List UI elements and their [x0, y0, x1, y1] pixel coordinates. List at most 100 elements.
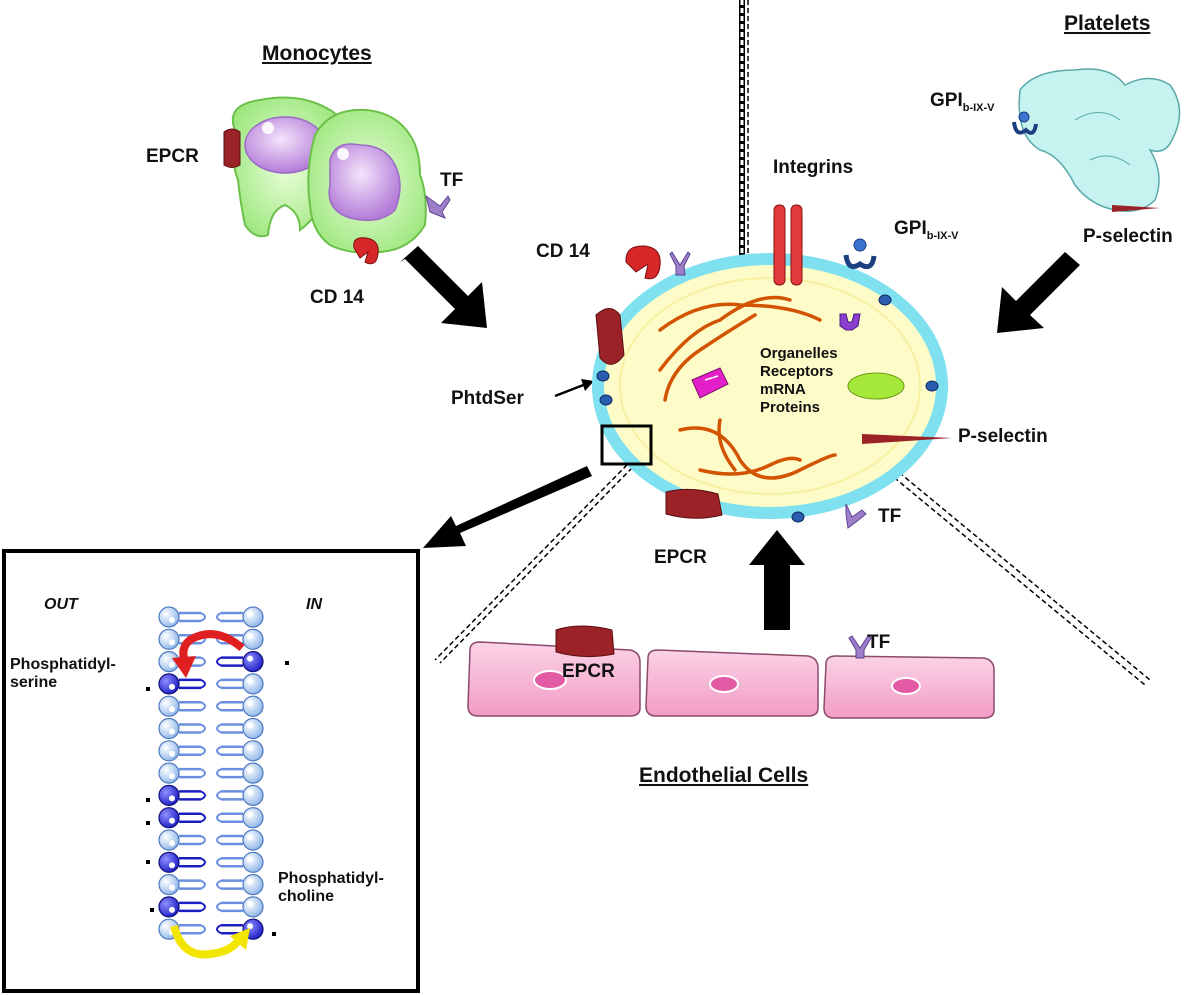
lipid-tail	[200, 723, 206, 734]
cargo-proteins: Proteins	[760, 399, 821, 416]
lipid-tail	[216, 701, 222, 712]
lipid-highlight	[169, 795, 175, 802]
lipid-tail	[216, 790, 222, 801]
lipid-highlight	[247, 744, 253, 751]
lipid-highlight	[247, 611, 253, 617]
phosphatidylserine-head	[158, 673, 180, 695]
monocyte-tf-receptor	[425, 194, 451, 219]
lipid-tail	[216, 924, 222, 935]
lipid-tail	[200, 790, 206, 801]
lipid-tail	[216, 656, 222, 667]
mp-magenta-organelle	[691, 367, 729, 399]
inset-charge-marks	[146, 661, 289, 936]
lipid-tail	[216, 745, 222, 756]
endothelial-cells	[467, 641, 995, 719]
lipid-tail	[216, 612, 222, 622]
lipid-highlight	[169, 683, 175, 690]
phosphatidylcholine-head	[158, 717, 180, 740]
phosphatidylcholine-head	[242, 695, 264, 717]
lipid-tail	[200, 612, 206, 622]
platelet-gpi-label: GPIb-IX-V	[930, 90, 995, 114]
lipid-tail	[200, 924, 206, 935]
phosphatidylcholine-head	[242, 673, 264, 695]
lipid-highlight	[247, 923, 253, 930]
lipid-tail	[200, 768, 206, 778]
phosphatidylcholine-head	[242, 628, 264, 650]
flip-arrow-red	[172, 630, 245, 678]
mp-gpi-label: GPIb-IX-V	[894, 218, 959, 242]
phosphatidylserine-head	[158, 807, 180, 829]
lipid-highlight	[169, 884, 175, 891]
lipid-highlight	[247, 834, 253, 840]
membrane-inset-box	[2, 549, 420, 993]
monocyte-cd14-receptor	[353, 237, 379, 265]
cargo-mrna: mRNA	[760, 381, 806, 398]
monocyte-arrow	[400, 246, 487, 328]
monocyte-epcr-receptor	[223, 128, 241, 168]
phtdser-label: PhtdSer	[451, 388, 524, 409]
phosphatidylcholine-head	[158, 606, 180, 628]
phosphatidylcholine-label: Phosphatidyl- choline	[278, 870, 384, 905]
lipid-tail	[200, 857, 206, 868]
lipid-highlight	[169, 840, 175, 846]
phosphatidylserine-head	[158, 851, 180, 873]
lipid-tail	[216, 768, 222, 778]
lipid-tail	[200, 745, 206, 756]
platelet-pselectin-label: P-selectin	[1083, 226, 1173, 247]
lipid-tail	[216, 857, 222, 868]
mp-integrins	[773, 204, 803, 286]
phosphatidylcholine-head	[242, 873, 264, 896]
mp-pselectin-receptor	[862, 434, 952, 444]
phosphatidylcholine-head	[242, 784, 264, 807]
lipid-tail	[216, 812, 222, 823]
endothelial-tf-label: TF	[867, 632, 891, 653]
lipid-highlight	[169, 906, 175, 913]
lipid-tail	[200, 812, 206, 823]
cytoskeleton-fibers	[658, 295, 837, 480]
lipid-highlight	[247, 900, 253, 907]
mp-pselectin-label: P-selectin	[958, 426, 1048, 447]
inset-in-label: IN	[306, 596, 322, 613]
lipid-tail	[216, 835, 222, 845]
lipid-highlight	[247, 700, 253, 707]
lipid-tail	[216, 723, 222, 734]
monocyte-cd14-label: CD 14	[310, 287, 364, 308]
mp-phosphatidylserine-dots	[596, 294, 939, 523]
lipid-highlight	[247, 767, 253, 774]
inset-arrow	[423, 466, 592, 548]
lipid-highlight	[247, 677, 253, 684]
phosphatidylcholine-head	[242, 829, 264, 851]
lipid-highlight	[169, 706, 175, 713]
inset-out-label: OUT	[44, 596, 78, 613]
mp-tf-label: TF	[878, 506, 902, 527]
lipid-highlight	[247, 655, 253, 662]
monocyte-cells	[231, 96, 427, 254]
lipid-tail	[200, 656, 206, 667]
lipid-highlight	[247, 878, 253, 885]
mp-cd14-label: CD 14	[536, 241, 590, 262]
lipid-highlight	[169, 773, 175, 780]
phosphatidylcholine-head	[158, 695, 180, 717]
phosphatidylserine-label: Phosphatidyl- serine	[10, 656, 116, 691]
mp-tf-bottom	[845, 503, 867, 529]
membrane-zoom-box	[600, 424, 653, 466]
mp-tf-top	[669, 251, 691, 276]
phosphatidylcholine-head	[242, 807, 264, 829]
endothelial-cells-title: Endothelial Cells	[639, 764, 809, 787]
lipid-highlight	[247, 811, 253, 818]
lipid-highlight	[169, 728, 175, 735]
phosphatidylcholine-head	[242, 740, 264, 762]
phosphatidylcholine-head	[158, 740, 180, 762]
lipid-highlight	[169, 817, 175, 824]
phosphatidylserine-head	[242, 650, 264, 673]
endothelial-arrow	[749, 530, 805, 630]
lipid-highlight	[247, 633, 253, 640]
lipid-highlight	[247, 722, 253, 729]
phosphatidylcholine-head	[242, 717, 264, 740]
endothelial-epcr-receptor	[555, 625, 615, 658]
monocyte-epcr-label: EPCR	[146, 146, 199, 167]
endothelial-epcr-label: EPCR	[562, 661, 615, 682]
integrins-label: Integrins	[773, 157, 854, 178]
phosphatidylcholine-head	[158, 762, 180, 784]
